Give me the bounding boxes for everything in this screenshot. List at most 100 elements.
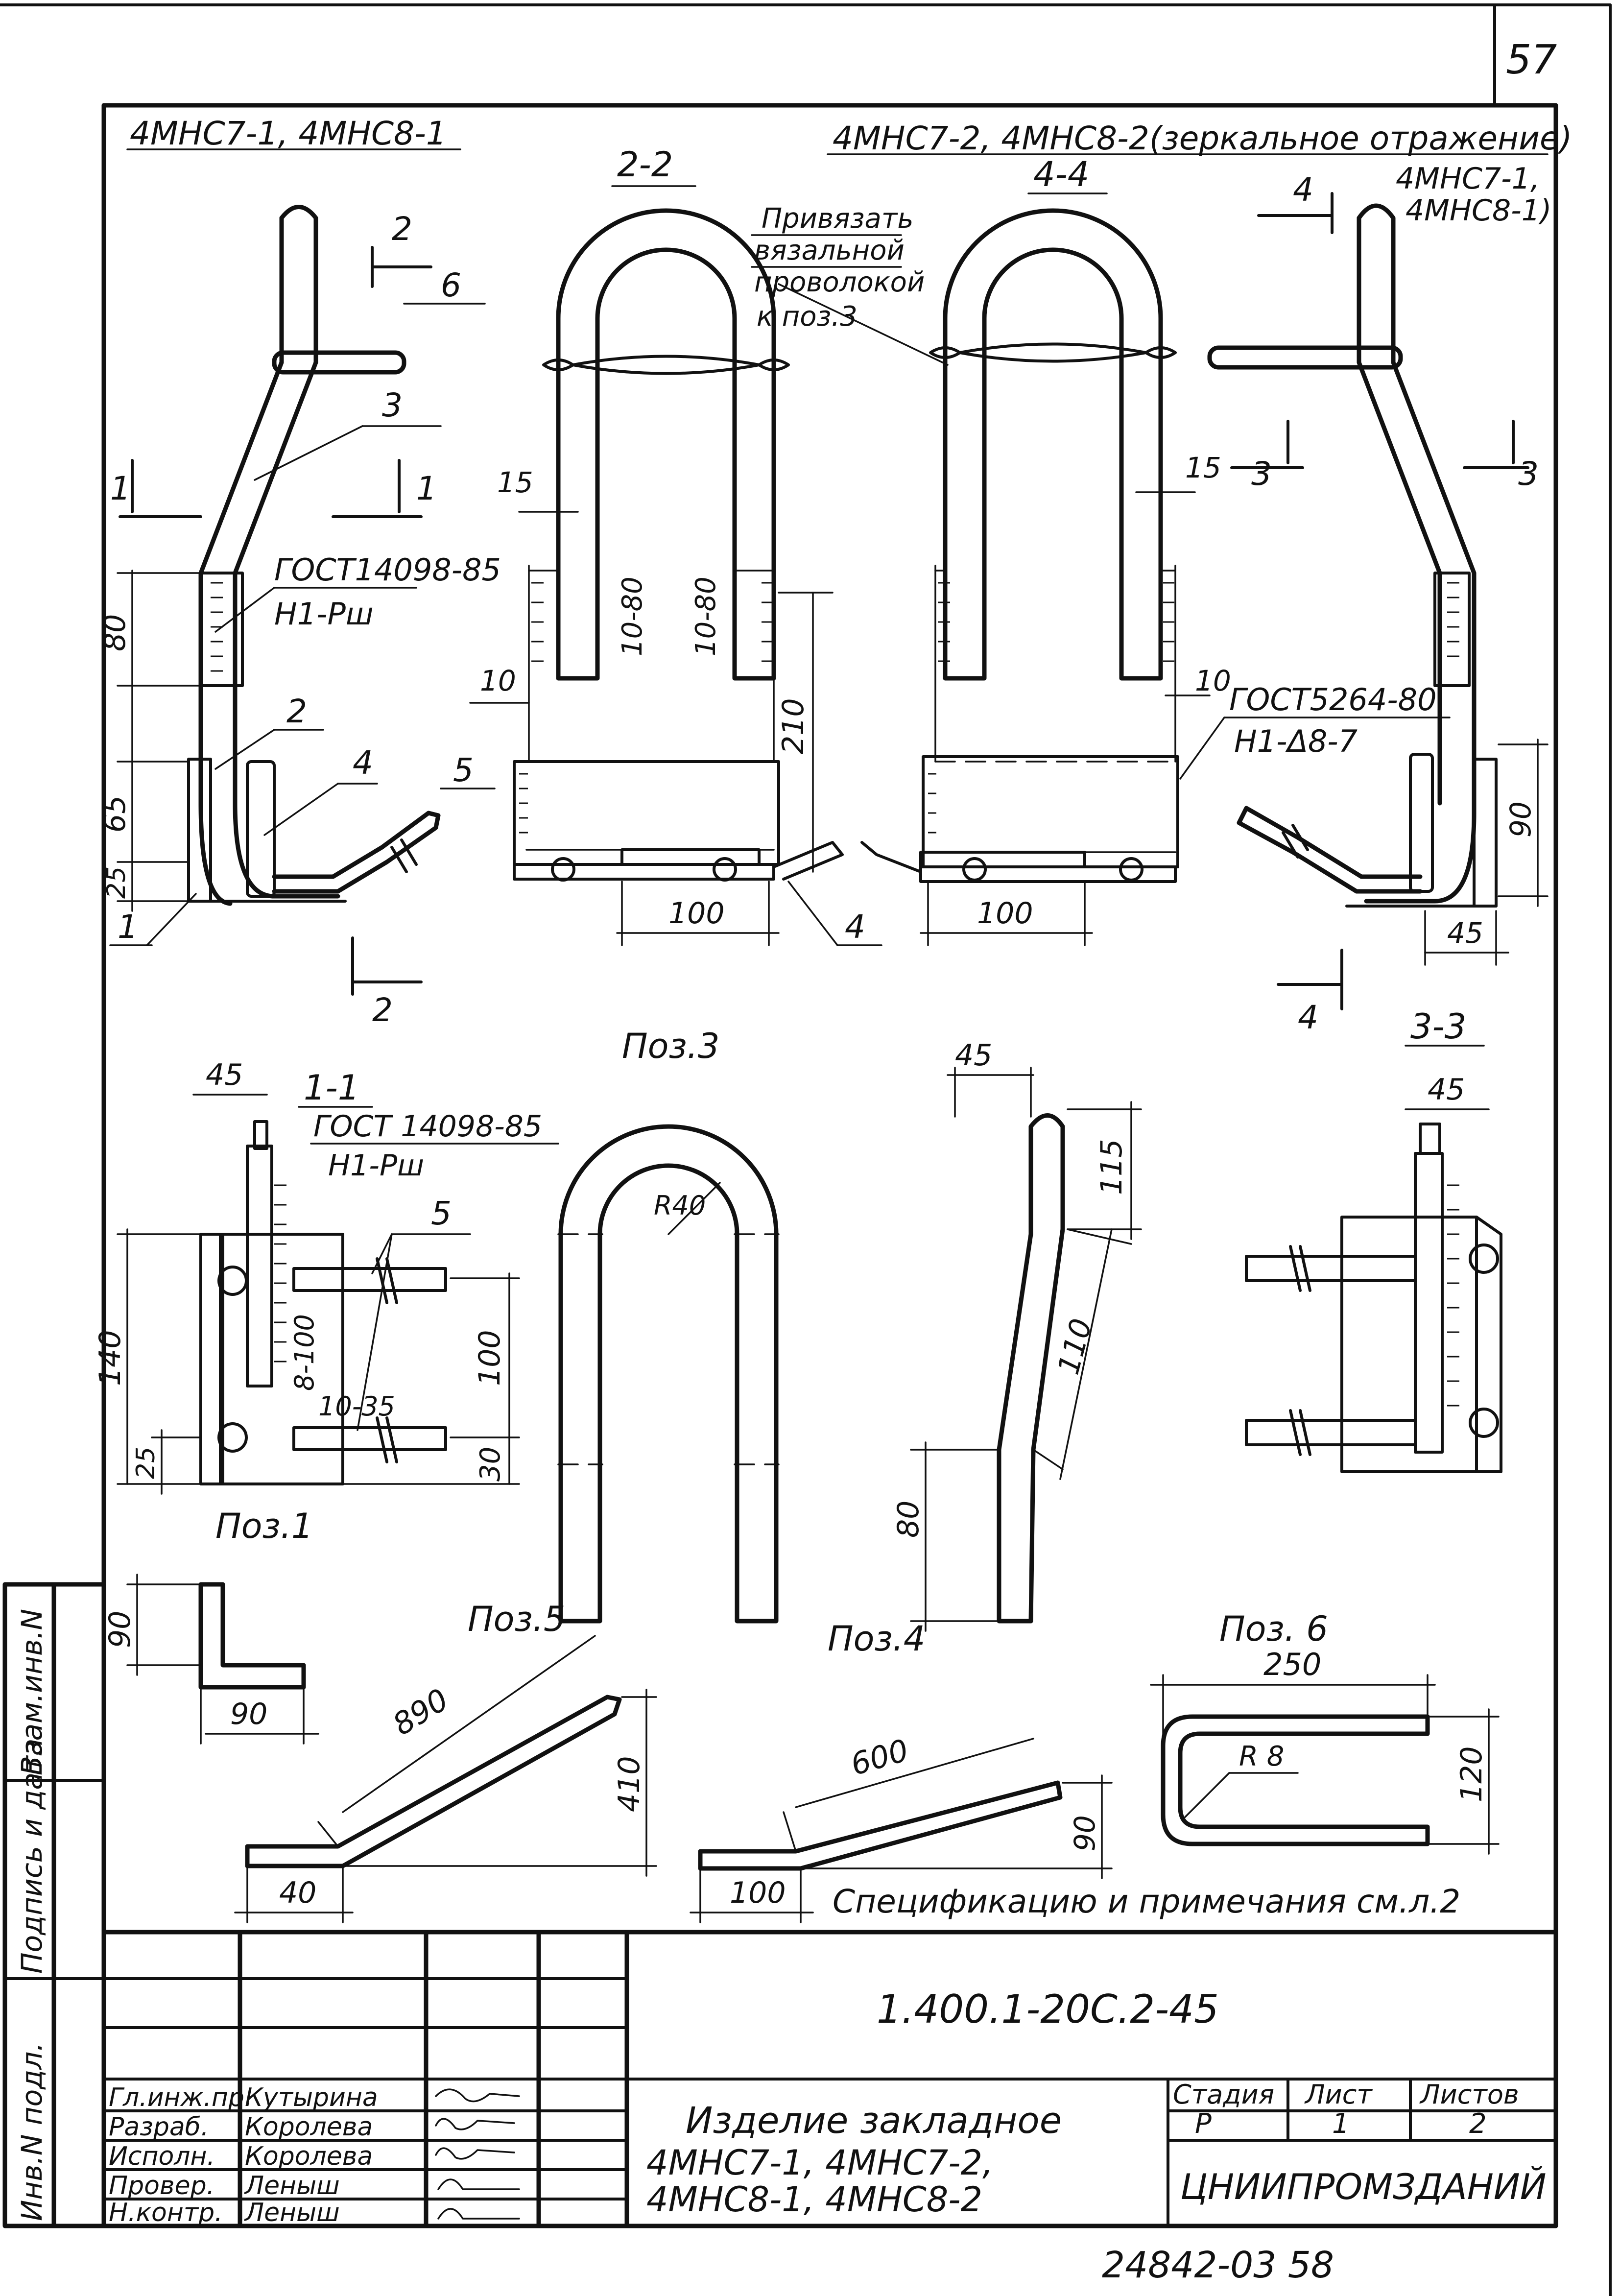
dim-100-c: 100 bbox=[473, 1330, 507, 1386]
pos5-title: Поз.5 bbox=[468, 1599, 565, 1639]
marker-4-top: 4 bbox=[1293, 171, 1313, 209]
dim-45-a: 45 bbox=[1447, 916, 1483, 950]
sec-4-4-title: 4-4 bbox=[1033, 154, 1089, 194]
dim-10-80-a: 10-80 bbox=[617, 576, 648, 656]
sheet-value: 1 bbox=[1332, 2108, 1350, 2140]
dim-10-left: 10 bbox=[480, 664, 516, 697]
name-3: Леныш bbox=[244, 2171, 340, 2200]
marker-3-left: 3 bbox=[1251, 455, 1272, 493]
pos5-view: Поз.5 410 890 40 bbox=[234, 1599, 657, 1923]
marker-4-bottom: 4 bbox=[1298, 999, 1318, 1036]
dim-15-left: 15 bbox=[497, 466, 533, 499]
dim-80-b: 80 bbox=[891, 1501, 926, 1538]
dim-250: 250 bbox=[1263, 1647, 1321, 1682]
name-1: Королева bbox=[245, 2112, 373, 2142]
dim-140: 140 bbox=[93, 1330, 127, 1386]
tie-note-3: проволокой bbox=[754, 266, 925, 298]
role-0: Гл.инж.пр. bbox=[109, 2083, 252, 2112]
dim-30: 30 bbox=[475, 1447, 506, 1482]
dim-90-c: 90 bbox=[230, 1697, 267, 1731]
marker-2-top: 2 bbox=[392, 210, 412, 248]
tie-note-2: вязальной bbox=[754, 235, 905, 266]
sec-2-2-title: 2-2 bbox=[617, 144, 673, 185]
dim-600: 600 bbox=[847, 1732, 912, 1783]
section-1-1: 1-1 45 ГОСТ 14098-85 Н1-Рш 5 8-100 10-35 bbox=[93, 1058, 559, 1546]
product-name-3: 4МНС8-1, 4МНС8-2 bbox=[646, 2179, 982, 2220]
sec-3-3-title: 3-3 bbox=[1410, 1006, 1466, 1047]
pos1-title: Поз.1 bbox=[215, 1506, 313, 1546]
angle-detail: 90 90 bbox=[103, 1574, 319, 1745]
view-right-top: 4MHC7-2, 4MHC8-2(зеркальное отражение) 4… bbox=[827, 120, 1572, 1036]
marker-1-right: 1 bbox=[416, 470, 437, 507]
role-3: Провер. bbox=[109, 2171, 214, 2200]
spec-note: Спецификацию и примечания см.л.2 bbox=[833, 1883, 1460, 1920]
label-1-left: 1 bbox=[118, 908, 138, 946]
dim-25-left: 25 bbox=[102, 866, 131, 899]
right-top-sub2: 4MHC8-1) bbox=[1406, 193, 1551, 228]
signature-3 bbox=[437, 2178, 520, 2190]
gost-5264-callout: ГОСТ5264-80 Н1-Δ8-7 bbox=[1179, 682, 1451, 780]
pos6-view: Поз. 6 250 120 R 8 bbox=[1150, 1609, 1500, 1855]
pos4-side-view: 45 115 110 80 bbox=[891, 1038, 1142, 1632]
dim-115: 115 bbox=[1095, 1139, 1129, 1195]
r8: R 8 bbox=[1239, 1741, 1284, 1772]
col-stage: Стадия bbox=[1173, 2079, 1274, 2110]
page-number-bottom: 24842-03 58 bbox=[1102, 2244, 1334, 2286]
right-top-sub1: 4MHC7-1, bbox=[1396, 162, 1540, 196]
dim-25-b: 25 bbox=[131, 1447, 161, 1479]
dim-45-c: 45 bbox=[955, 1038, 992, 1073]
signature-4 bbox=[437, 2208, 520, 2220]
product-name-2: 4МНС7-1, 4МНС7-2, bbox=[646, 2143, 993, 2183]
sheets-value: 2 bbox=[1469, 2108, 1487, 2140]
doc-code: 1.400.1-20С.2-45 bbox=[877, 1986, 1219, 2032]
signature-0 bbox=[435, 2088, 520, 2103]
section-3-3: 3-3 45 bbox=[1245, 1006, 1502, 1473]
dim-80-left: 80 bbox=[98, 614, 132, 651]
frame bbox=[0, 3, 1612, 2296]
label-3: 3 bbox=[382, 386, 403, 424]
dim-45-d: 45 bbox=[1428, 1073, 1465, 1107]
gost-14098-sec11: ГОСТ 14098-85 bbox=[313, 1109, 542, 1144]
dim-90-b: 90 bbox=[103, 1611, 137, 1648]
sec-1-1-title: 1-1 bbox=[304, 1068, 359, 1108]
dim-90-right: 90 bbox=[1504, 801, 1537, 837]
dim-100-a: 100 bbox=[668, 896, 725, 931]
gost-5264: ГОСТ5264-80 bbox=[1229, 682, 1437, 718]
marker-1-left: 1 bbox=[110, 470, 131, 507]
name-0: Кутырина bbox=[245, 2083, 378, 2112]
signature-1 bbox=[435, 2118, 515, 2130]
dim-210: 210 bbox=[776, 698, 810, 754]
r40: R40 bbox=[654, 1190, 706, 1221]
pos3-view: Поз.3 R40 bbox=[557, 1026, 780, 1624]
label-5-sec11: 5 bbox=[431, 1195, 452, 1232]
role-2: Исполн. bbox=[109, 2142, 215, 2171]
dim-120: 120 bbox=[1454, 1746, 1489, 1802]
col-sheet: Лист bbox=[1304, 2079, 1373, 2110]
page-number-top: 57 bbox=[1506, 37, 1557, 83]
h1-pw-left: Н1-Рш bbox=[274, 596, 374, 632]
dim-15-right: 15 bbox=[1185, 451, 1221, 484]
pos4-title: Поз.4 bbox=[828, 1619, 925, 1659]
dim-90-d: 90 bbox=[1068, 1815, 1101, 1851]
dim-10-80-b: 10-80 bbox=[690, 576, 722, 656]
role-4: Н.контр. bbox=[109, 2198, 223, 2227]
name-2: Королева bbox=[245, 2142, 373, 2171]
name-4: Леныш bbox=[244, 2198, 340, 2227]
right-top-title: 4MHC7-2, 4MHC8-2(зеркальное отражение) bbox=[833, 120, 1572, 157]
marker-3-right: 3 bbox=[1518, 455, 1539, 493]
dim-890: 890 bbox=[386, 1681, 454, 1743]
dim-8-100: 8-100 bbox=[289, 1314, 320, 1391]
pos6-title: Поз. 6 bbox=[1219, 1609, 1328, 1649]
tie-note-4: к поз.3 bbox=[757, 301, 858, 333]
section-2-2: 2-2 15 10-80 10-80 10 bbox=[469, 144, 882, 946]
stage-value: Р bbox=[1195, 2108, 1212, 2140]
label-4-left: 4 bbox=[353, 744, 373, 782]
dim-110: 110 bbox=[1051, 1315, 1099, 1378]
dim-410: 410 bbox=[612, 1756, 646, 1812]
dim-100-b: 100 bbox=[977, 896, 1033, 931]
title-block: 1.400.1-20С.2-45 Изделие закладное 4МНС7… bbox=[101, 1930, 1558, 2228]
label-2-left: 2 bbox=[286, 693, 307, 730]
dim-10-right: 10 bbox=[1195, 664, 1231, 697]
left-top-title: 4MHC7-1, 4MHC8-1 bbox=[130, 115, 447, 152]
